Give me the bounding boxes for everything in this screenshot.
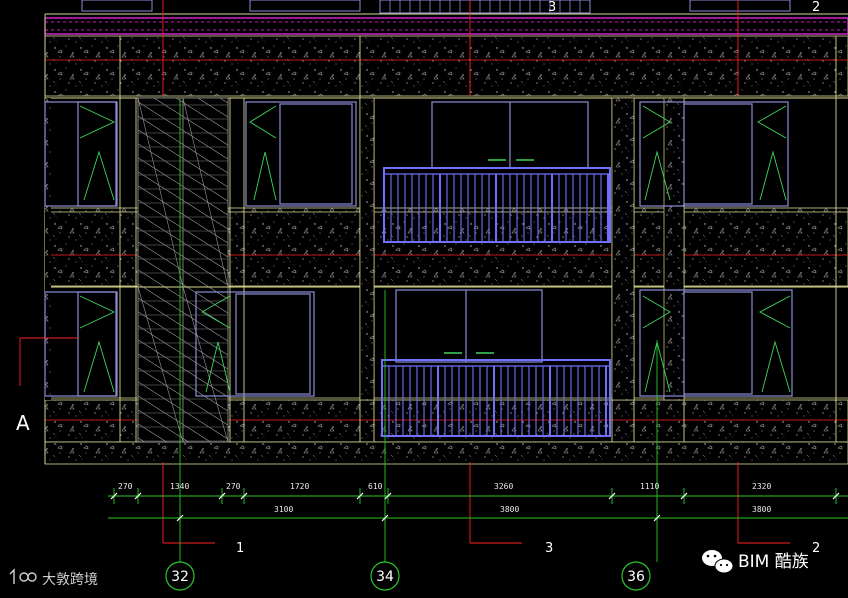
parapet-band: [44, 17, 848, 35]
dim-610: 610: [368, 482, 383, 491]
windows-upper: [44, 101, 789, 207]
glazing-symbols-upper: [79, 105, 787, 201]
axis-bubble-32-label: 32: [171, 569, 189, 585]
axis-bubble-32: 32: [165, 561, 195, 591]
section-letter-a: A: [16, 411, 30, 435]
windows-lower: [44, 289, 793, 397]
dim-1110: 1110: [640, 482, 659, 491]
axis-bubble-34: 34: [370, 561, 400, 591]
axis-bubble-36-label: 36: [627, 569, 645, 585]
railing-lower: [381, 359, 611, 437]
stair-shaft: [137, 97, 229, 443]
dim-270-a: 270: [118, 482, 133, 491]
dim-3100: 3100: [274, 505, 293, 514]
axis-bubble-34-label: 34: [376, 569, 394, 585]
axis-number-3: 3: [545, 541, 553, 556]
axis-number-2: 2: [812, 541, 820, 556]
dim-270-b: 270: [226, 482, 241, 491]
axis-bubble-36: 36: [621, 561, 651, 591]
balcony-railings: [381, 167, 611, 437]
brand-badge: BIM 酷族: [702, 550, 809, 574]
dim-1340: 1340: [170, 482, 189, 491]
columns: [45, 97, 685, 401]
brand-text: BIM 酷族: [738, 552, 809, 572]
wechat-icon: [702, 550, 734, 574]
watermark-text: 大敦跨境: [42, 572, 98, 588]
top-axis-number-2: 2: [812, 0, 820, 15]
dim-2320: 2320: [752, 482, 771, 491]
dim-3260: 3260: [494, 482, 513, 491]
dim-3800-a: 3800: [500, 505, 519, 514]
dim-3800-b: 3800: [752, 505, 771, 514]
dimension-lines: [108, 488, 848, 526]
top-storey-strip: 3 2: [45, 0, 848, 15]
axis-number-1: 1: [236, 541, 244, 556]
dimension-texts-row1: 270 1340 270 1720 610 3260 1110 2320: [118, 482, 771, 491]
dimension-texts-row2: 3100 3800 3800: [274, 505, 771, 514]
top-axis-number-3: 3: [548, 0, 556, 15]
dim-1720: 1720: [290, 482, 309, 491]
watermark-logo-icon: [9, 568, 37, 584]
railing-upper: [383, 167, 611, 243]
corner-watermark: 大敦跨境: [9, 568, 98, 588]
